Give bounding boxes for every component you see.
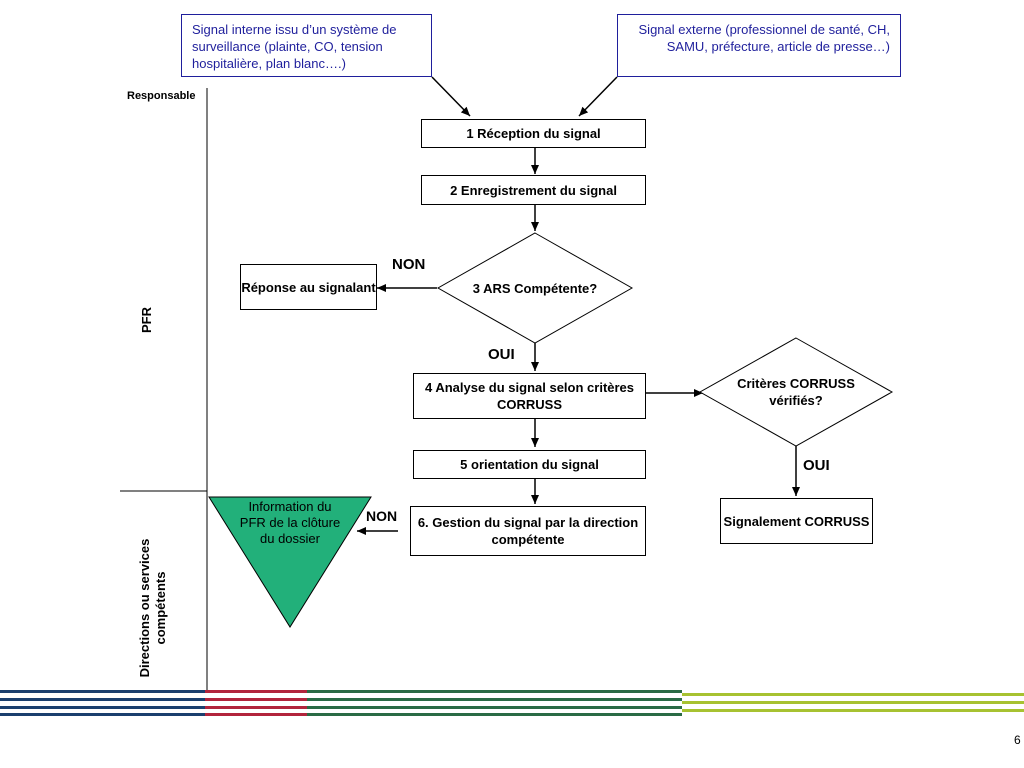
step-3-label: 3 ARS Compétente?: [472, 280, 598, 296]
step-4-label: 4 Analyse du signal selon critères CORRU…: [424, 380, 635, 412]
signalement-label: Signalement CORRUSS: [723, 513, 870, 529]
step-2-enregistrement: 2 Enregistrement du signal: [421, 175, 646, 205]
step-6-label: 6. Gestion du signal par la direction co…: [417, 515, 639, 547]
responsable-header: Responsable: [127, 90, 196, 102]
info-pfr-label: Information du PFR de la clôture du doss…: [239, 499, 341, 546]
lane-label-pfr: PFR: [139, 307, 154, 333]
label-oui-ars: OUI: [488, 346, 515, 363]
step-5-label: 5 orientation du signal: [460, 457, 599, 472]
step-1-reception: 1 Réception du signal: [421, 119, 646, 148]
step-3-text: 3 ARS Compétente?: [455, 278, 615, 298]
arrow-internal-to-reception: [431, 76, 471, 117]
criteres-label: Critères CORRUSS vérifiés?: [737, 376, 855, 408]
external-signal-text: Signal externe (professionnel de santé, …: [638, 22, 890, 54]
reponse-label: Réponse au signalant: [241, 279, 376, 295]
label-oui-corruss: OUI: [803, 457, 830, 474]
arrow-external-to-reception: [578, 76, 618, 117]
lane-label-directions-text: Directions ou services compétents: [137, 538, 168, 678]
info-triangle: [208, 496, 372, 628]
page-number: 6: [1014, 733, 1021, 747]
info-pfr-text: Information du PFR de la clôture du doss…: [236, 499, 344, 547]
decision-diamond-ars: [436, 232, 634, 344]
step-2-label: 2 Enregistrement du signal: [450, 182, 617, 198]
internal-signal-text: Signal interne issu d’un système de surv…: [192, 22, 397, 71]
step-4-analyse: 4 Analyse du signal selon critères CORRU…: [413, 373, 646, 419]
step-6-gestion: 6. Gestion du signal par la direction co…: [410, 506, 646, 556]
label-non-ars: NON: [392, 256, 426, 273]
signalement-corruss: Signalement CORRUSS: [720, 498, 873, 544]
label-non-gestion: NON: [366, 508, 398, 524]
decision-diamond-corruss: [698, 337, 894, 447]
step-5-orientation: 5 orientation du signal: [413, 450, 646, 479]
reponse-signalant: Réponse au signalant: [240, 264, 377, 310]
criteres-corruss-text: Critères CORRUSS vérifiés?: [730, 373, 862, 411]
step-1-label: 1 Réception du signal: [466, 126, 601, 141]
footer-stripes: [0, 690, 1024, 716]
internal-signal-source: Signal interne issu d’un système de surv…: [181, 14, 432, 77]
external-signal-source: Signal externe (professionnel de santé, …: [617, 14, 901, 77]
lane-label-directions: Directions ou services compétents: [137, 528, 173, 688]
